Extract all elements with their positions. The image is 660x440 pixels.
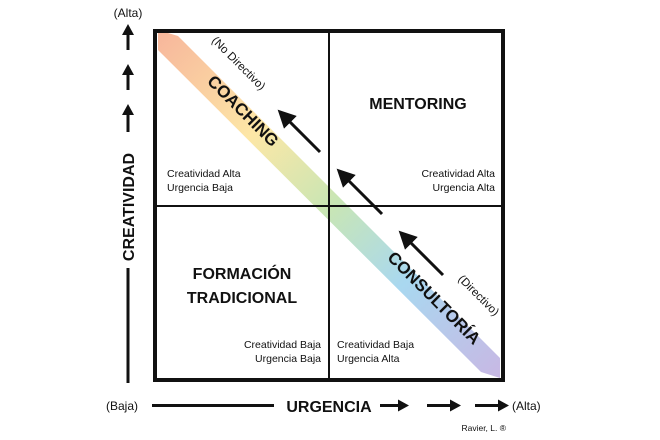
coaching-label: COACHING	[203, 72, 282, 151]
x-axis-line	[152, 404, 274, 407]
y-axis-arrow-1	[122, 24, 134, 50]
bottom-left-info-line2: Urgencia Baja	[255, 353, 321, 365]
quadrant-grid	[153, 29, 505, 382]
x-axis-low-label: (Baja)	[106, 399, 138, 413]
formacion-title-line1: FORMACIÓN	[193, 264, 292, 283]
top-left-info-line1: Creatividad Alta	[167, 168, 241, 180]
formacion-title-line2: TRADICIONAL	[187, 290, 297, 307]
bottom-right-info-line2: Urgencia Alta	[337, 353, 400, 365]
top-left-info-line2: Urgencia Baja	[167, 182, 233, 194]
x-axis-high-label: (Alta)	[512, 399, 541, 413]
x-axis-arrow-2	[427, 399, 461, 412]
bottom-left-info-line1: Creatividad Baja	[244, 339, 321, 351]
bottom-right-info-line1: Creatividad Baja	[337, 339, 414, 351]
y-axis-line	[126, 268, 130, 383]
band-arrows	[277, 109, 445, 277]
y-axis-label: CREATIVIDAD	[121, 153, 138, 261]
top-right-info-line1: Creatividad Alta	[421, 168, 495, 180]
y-axis-arrows	[122, 24, 134, 383]
x-axis-label: URGENCIA	[286, 399, 372, 416]
x-axis-arrow-1	[380, 399, 409, 412]
consultoria-label: CONSULTORÍA	[384, 248, 484, 348]
band-arrow-3	[398, 230, 445, 277]
x-axis-arrow-3	[475, 399, 509, 412]
top-right-info-line2: Urgencia Alta	[433, 182, 496, 194]
author-credit: Ravier, L. ®	[461, 423, 506, 433]
mentoring-title: MENTORING	[369, 96, 466, 113]
y-axis-arrow-3	[122, 104, 134, 132]
x-axis-arrows	[152, 399, 509, 412]
y-axis-high-label: (Alta)	[114, 6, 143, 20]
y-axis-arrow-2	[122, 64, 134, 90]
band-arrow-1	[277, 109, 322, 154]
band-arrow-2	[336, 168, 384, 216]
